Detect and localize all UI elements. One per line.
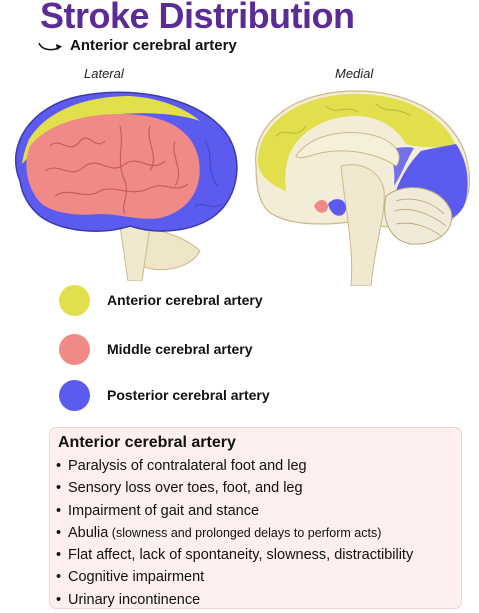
medial-view-label: Medial bbox=[335, 66, 374, 81]
list-item: •Cognitive impairment bbox=[56, 569, 205, 586]
lateral-view-label: Lateral bbox=[84, 66, 124, 81]
legend-item-middle: Middle cerebral artery bbox=[59, 333, 253, 365]
lateral-brain-illustration bbox=[15, 91, 238, 281]
legend-item-anterior: Anterior cerebral artery bbox=[59, 284, 263, 316]
curved-arrow-icon bbox=[38, 42, 62, 51]
card-title: Anterior cerebral artery bbox=[58, 434, 236, 451]
list-item: •Paralysis of contralateral foot and leg bbox=[56, 458, 307, 474]
list-item: •Flat affect, lack of spontaneity, slown… bbox=[56, 547, 414, 564]
list-item: •Sensory loss over toes, foot, and leg bbox=[56, 480, 303, 497]
subtitle: Anterior cerebral artery bbox=[36, 37, 237, 55]
list-item: •Impairment of gait and stance bbox=[56, 502, 260, 519]
legend-label: Middle cerebral artery bbox=[107, 341, 253, 357]
list-item: •Urinary incontinence bbox=[56, 591, 201, 608]
symptom-list: •Paralysis of contralateral foot and leg… bbox=[56, 455, 461, 611]
anterior-swatch bbox=[59, 284, 90, 316]
middle-swatch bbox=[59, 333, 90, 365]
subtitle-text: Anterior cerebral artery bbox=[70, 37, 237, 54]
legend-item-posterior: Posterior cerebral artery bbox=[59, 379, 270, 411]
medial-brain-illustration bbox=[255, 90, 470, 286]
posterior-swatch bbox=[59, 379, 90, 411]
legend-label: Anterior cerebral artery bbox=[107, 292, 263, 308]
list-item: •Abulia (slowness and prolonged delays t… bbox=[56, 524, 382, 541]
symptom-card: Anterior cerebral artery •Paralysis of c… bbox=[49, 427, 462, 609]
page-title: Stroke Distribution bbox=[40, 0, 355, 36]
legend-label: Posterior cerebral artery bbox=[107, 387, 270, 403]
